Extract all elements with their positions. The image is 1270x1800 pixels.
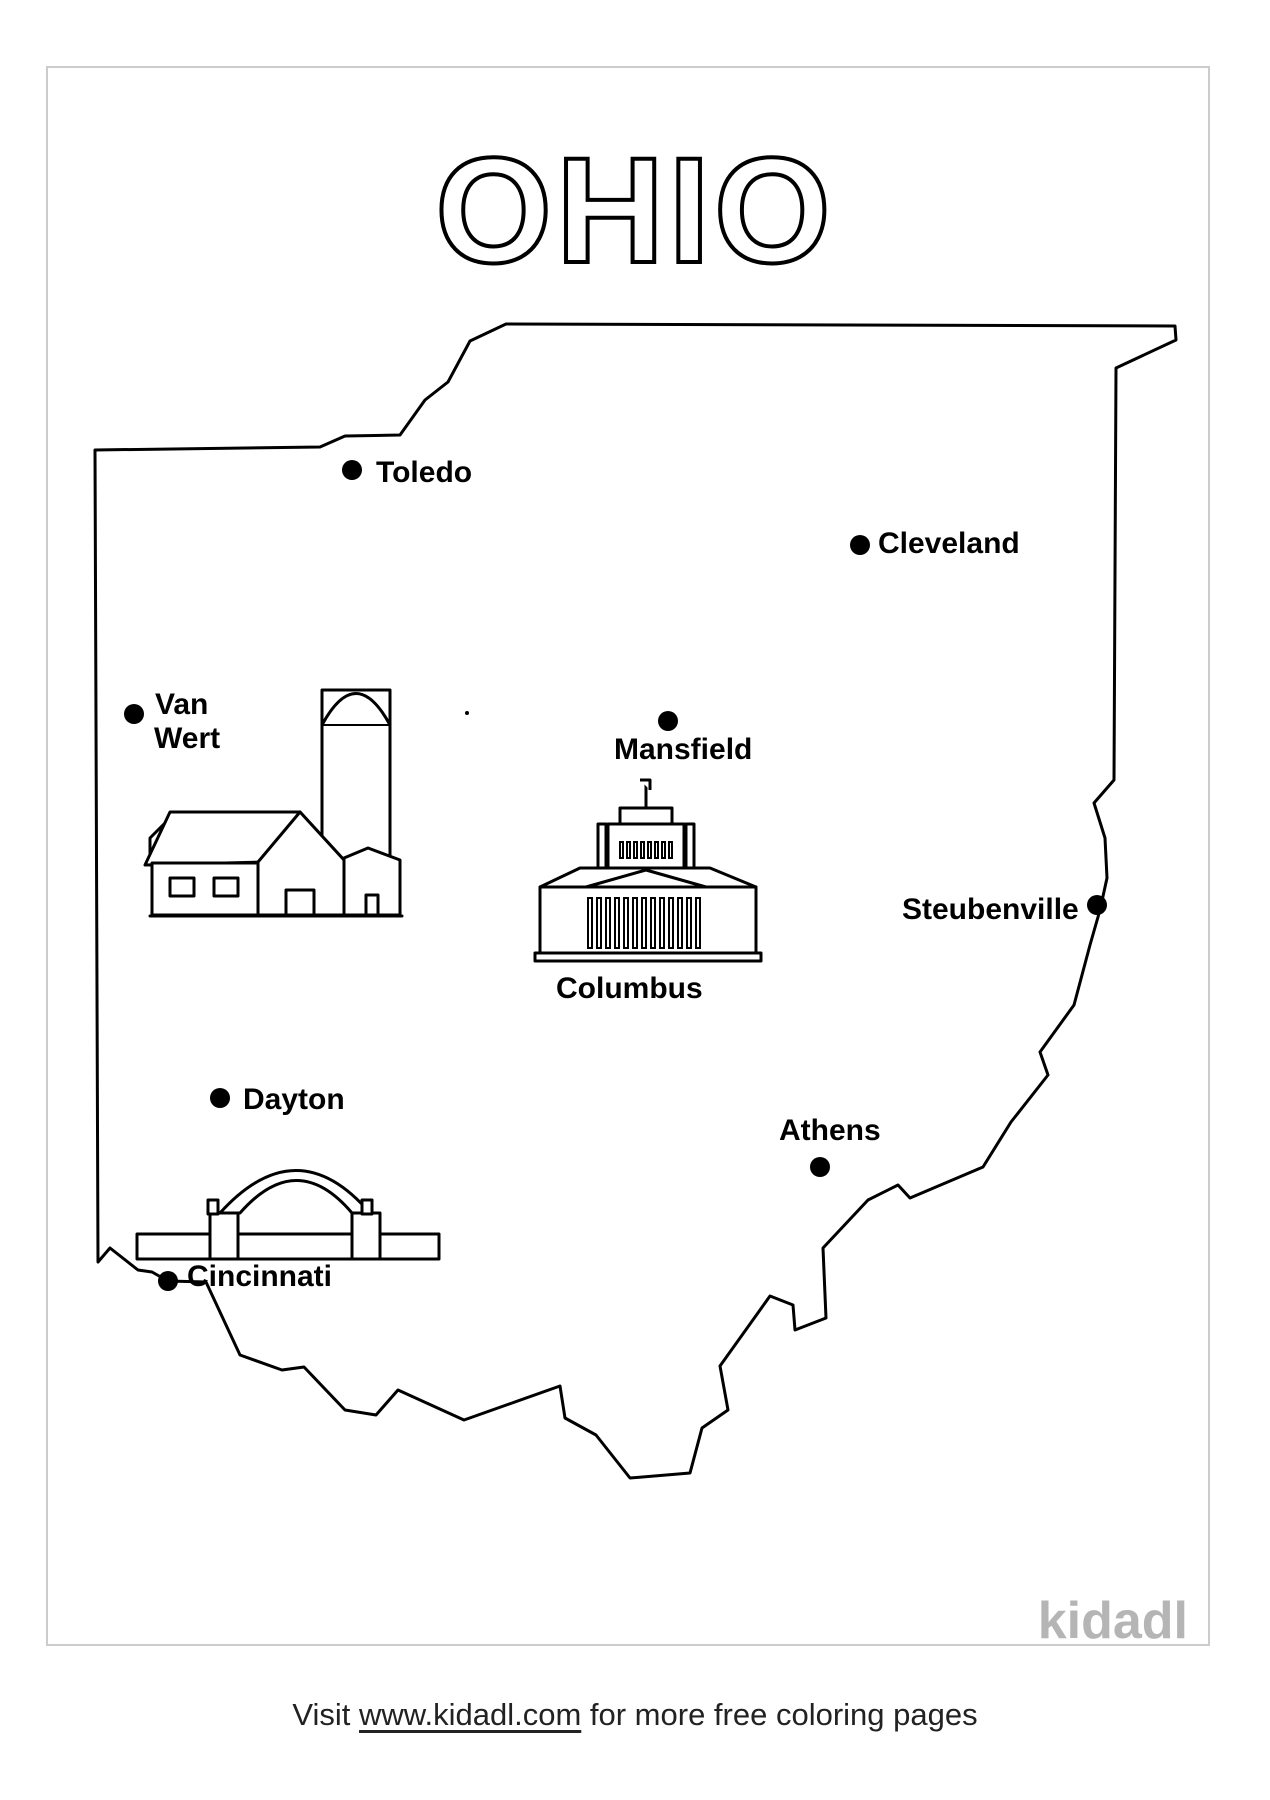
city-dot	[124, 704, 144, 724]
city-columbus: Columbus	[556, 972, 703, 1005]
barn-door	[284, 888, 316, 917]
stray-dot	[465, 711, 469, 715]
shed-door	[364, 893, 380, 917]
city-label: Steubenville	[902, 893, 1079, 926]
cupola-column	[626, 841, 631, 859]
barn-wall-left	[150, 861, 260, 917]
city-label: Toledo	[376, 456, 472, 489]
city-label: Van	[155, 688, 208, 721]
cupola-column	[661, 841, 666, 859]
flag	[640, 778, 652, 790]
cupola-column	[647, 841, 652, 859]
footer-note: Visit www.kidadl.com for more free color…	[0, 1697, 1270, 1733]
arch-pillar-left	[208, 1211, 240, 1261]
city-label: Wert	[154, 722, 220, 755]
capitol-column	[668, 897, 674, 949]
stadium-wall	[135, 1232, 441, 1261]
capitol-base	[533, 951, 763, 963]
cupola-column	[668, 841, 673, 859]
capitol-column	[614, 897, 620, 949]
capitol-column	[641, 897, 647, 949]
barn-window	[212, 876, 240, 898]
cupola-column	[619, 841, 624, 859]
footer-prefix: Visit	[292, 1697, 360, 1732]
city-cincinnati: Cincinnati	[158, 1260, 332, 1293]
kidadl-watermark: kidadl	[1038, 1592, 1188, 1650]
arch-cap-right	[360, 1198, 374, 1216]
capitol-column	[686, 897, 692, 949]
barn-window	[168, 876, 196, 898]
capitol-column	[623, 897, 629, 949]
city-dot	[850, 535, 870, 555]
cupola-columns	[619, 841, 673, 859]
city-dot	[342, 460, 362, 480]
capitol-column	[605, 897, 611, 949]
map-title: OHIO	[435, 126, 834, 294]
cupola-column	[640, 841, 645, 859]
city-dot	[1087, 895, 1107, 915]
city-athens: Athens	[779, 1114, 881, 1177]
city-dot	[658, 711, 678, 731]
stadium-illustration	[135, 1169, 441, 1261]
cupola-top	[618, 806, 674, 826]
footer-suffix: for more free coloring pages	[581, 1697, 978, 1732]
city-dot	[158, 1271, 178, 1291]
city-dot	[810, 1157, 830, 1177]
city-label: Dayton	[243, 1083, 345, 1116]
state-outline	[93, 322, 1178, 1480]
city-label: Columbus	[556, 972, 703, 1005]
city-mansfield: Mansfield	[614, 711, 752, 766]
city-steubenville: Steubenville	[902, 893, 1107, 926]
capitol-column	[650, 897, 656, 949]
city-label: Athens	[779, 1114, 881, 1147]
cupola-column	[633, 841, 638, 859]
capitol-column	[632, 897, 638, 949]
footer-link[interactable]: www.kidadl.com	[359, 1697, 582, 1732]
city-label: Cleveland	[878, 527, 1020, 560]
capitol-body	[538, 885, 758, 955]
arch-cap-left	[206, 1198, 220, 1216]
silo-dome	[320, 692, 392, 726]
farm-illustration	[143, 688, 404, 918]
city-toledo: Toledo	[342, 456, 472, 489]
city-dayton: Dayton	[210, 1083, 345, 1116]
cupola-column	[654, 841, 659, 859]
city-label: Cincinnati	[187, 1260, 332, 1293]
capitol-illustration	[533, 778, 763, 963]
city-dot	[210, 1088, 230, 1108]
city-label: Mansfield	[614, 733, 752, 766]
capitol-column	[677, 897, 683, 949]
city-cleveland: Cleveland	[850, 527, 1020, 560]
capitol-columns	[587, 897, 701, 949]
capitol-column	[659, 897, 665, 949]
arch-pillar-right	[350, 1211, 382, 1261]
capitol-column	[596, 897, 602, 949]
capitol-column	[695, 897, 701, 949]
capitol-column	[587, 897, 593, 949]
